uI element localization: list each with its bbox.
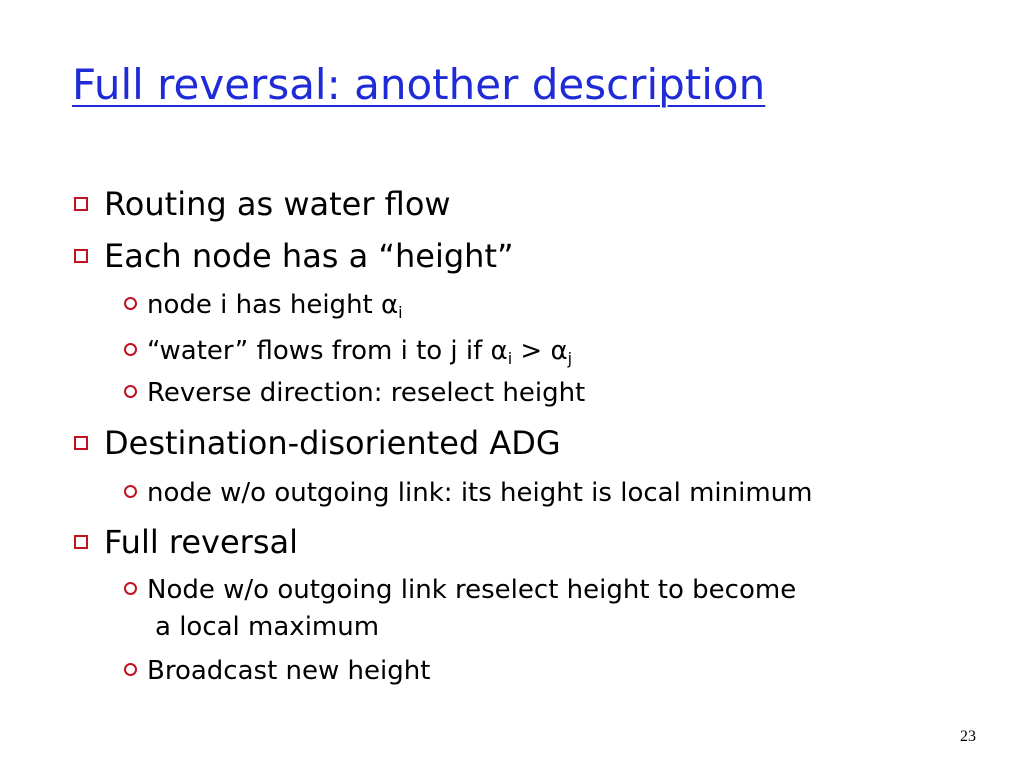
hollow-circle-icon bbox=[124, 582, 137, 595]
slide-title: Full reversal: another description bbox=[72, 60, 766, 109]
hollow-square-icon bbox=[74, 535, 88, 549]
subbullet-local-minimum: node w/o outgoing link: its height is lo… bbox=[124, 478, 812, 508]
subbullet-broadcast-new-height: Broadcast new height bbox=[124, 656, 430, 686]
hollow-square-icon bbox=[74, 197, 88, 211]
subbullet-node-has-height: node i has height αi bbox=[124, 290, 403, 321]
bullet-routing-water-flow: Routing as water flow bbox=[74, 185, 451, 223]
bullet-destination-disoriented-adg: Destination-disoriented ADG bbox=[74, 424, 561, 462]
hollow-square-icon bbox=[74, 249, 88, 263]
hollow-circle-icon bbox=[124, 385, 137, 398]
subbullet-reselect-height-maximum-cont: a local maximum bbox=[155, 612, 380, 642]
hollow-circle-icon bbox=[124, 297, 137, 310]
hollow-square-icon bbox=[74, 436, 88, 450]
hollow-circle-icon bbox=[124, 663, 137, 676]
bullet-node-height: Each node has a “height” bbox=[74, 237, 514, 275]
subbullet-water-flows: “water” flows from i to j if αi > αj bbox=[124, 336, 572, 367]
page-number: 23 bbox=[960, 728, 976, 745]
hollow-circle-icon bbox=[124, 343, 137, 356]
subbullet-reselect-height-maximum: Node w/o outgoing link reselect height t… bbox=[124, 575, 796, 605]
subbullet-reverse-direction: Reverse direction: reselect height bbox=[124, 378, 585, 408]
hollow-circle-icon bbox=[124, 485, 137, 498]
bullet-full-reversal: Full reversal bbox=[74, 523, 298, 561]
